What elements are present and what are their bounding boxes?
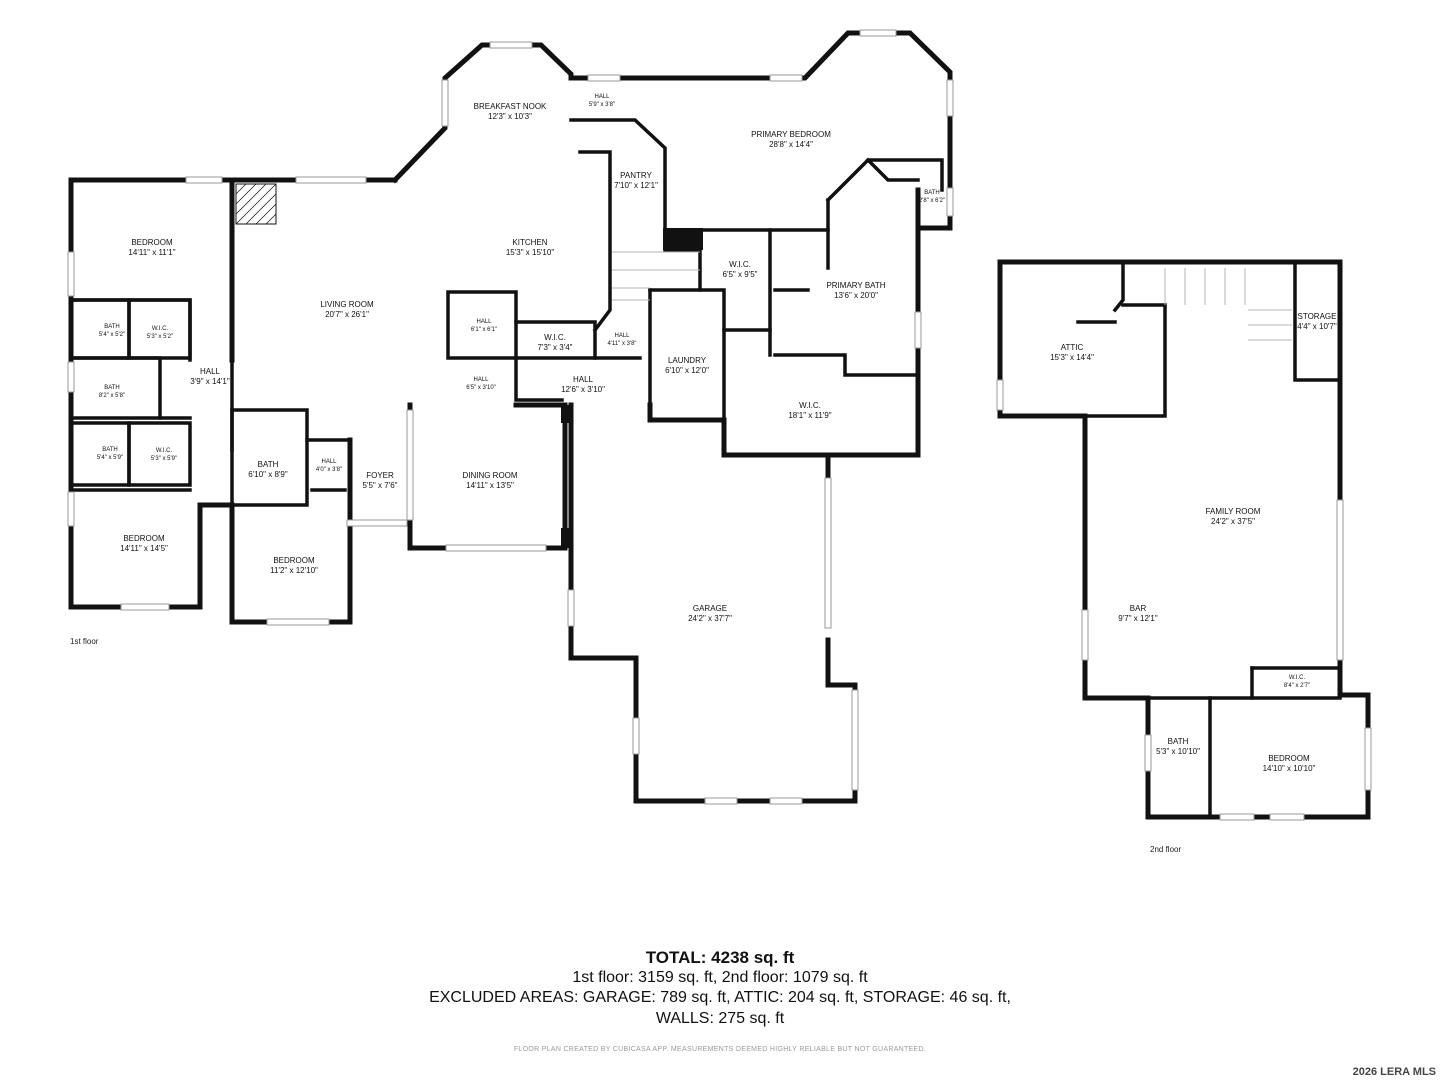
total-area: TOTAL: 4238 sq. ft — [645, 948, 795, 967]
room-label-wic-w1: W.I.C.5'3" x 5'2" — [146, 326, 174, 340]
excluded-areas-line: EXCLUDED AREAS: GARAGE: 789 sq. ft, ATTI… — [429, 989, 1011, 1006]
first-floor-windows — [67, 29, 954, 805]
room-label-wic-center: W.I.C.7'3" x 3'4" — [537, 333, 573, 352]
disclaimer-text: FLOOR PLAN CREATED BY CUBICASA APP. MEAS… — [513, 1046, 927, 1053]
room-label-wic-2nd: W.I.C.8'4" x 2'7" — [1283, 675, 1311, 689]
room-label-wic-w3: W.I.C.5'3" x 5'9" — [150, 448, 178, 462]
room-label-wic-large: W.I.C.18'1" x 11'9" — [788, 401, 832, 420]
walls-area-line: WALLS: 275 sq. ft — [655, 1010, 785, 1027]
mls-watermark: 2026 LERA MLS — [1352, 1066, 1436, 1078]
room-label-wic-primary: W.I.C.6'5" x 9'5" — [722, 260, 758, 279]
second-floor-walls — [996, 259, 1372, 821]
floor-label-first: 1st floor — [70, 637, 99, 646]
first-floor-walls — [68, 30, 953, 804]
floor-label-second: 2nd floor — [1150, 845, 1182, 854]
floors-area-line: 1st floor: 3159 sq. ft, 2nd floor: 1079 … — [572, 969, 868, 986]
